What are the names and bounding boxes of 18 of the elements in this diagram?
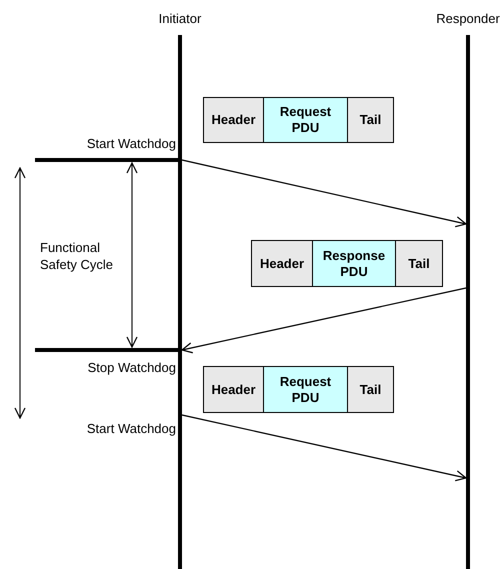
pdu-header-field: Header [203, 97, 264, 143]
participant-label: Initiator [158, 11, 202, 26]
participant-label: Responder [436, 11, 500, 26]
event-label: Stop Watchdog [88, 359, 176, 376]
message-arrow [181, 287, 466, 354]
message-arrow [182, 159, 467, 228]
cycle-label: Functional Safety Cycle [40, 239, 114, 273]
pdu-payload-field: Request PDU [263, 366, 348, 413]
pdu-header-field: Tail [395, 240, 443, 287]
pdu-header-field: Tail [347, 97, 394, 143]
event-label: Start Watchdog [86, 135, 176, 152]
pdu-payload-field: Request PDU [263, 97, 348, 143]
pdu-header-field: Header [203, 366, 264, 413]
pdu-header-field: Tail [347, 366, 394, 413]
pdu-payload-field: Response PDU [312, 240, 396, 287]
pdu-header-field: Header [251, 240, 313, 287]
message-arrow [182, 414, 467, 482]
event-label: Start Watchdog [86, 420, 176, 437]
